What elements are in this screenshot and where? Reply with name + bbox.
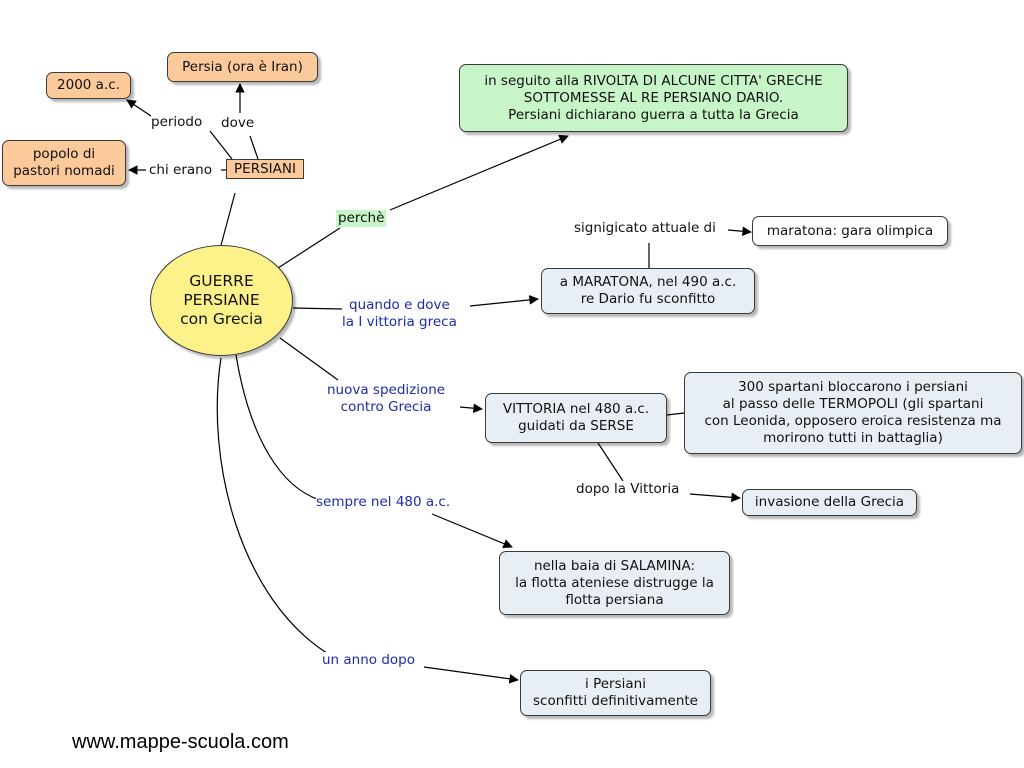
persiani-node: PERSIANI <box>226 159 304 179</box>
link-label-sempre-480: sempre nel 480 a.c. <box>316 494 451 511</box>
link-main-persiani <box>219 192 236 250</box>
node-vittoria: VITTORIA nel 480 a.c. guidati da SERSE <box>485 393 667 443</box>
link-vittoria-dopo <box>597 442 624 482</box>
link-label-dopo-vittoria: dopo la Vittoria <box>576 481 680 498</box>
link-persiani-periodo <box>209 130 233 160</box>
link-label-chi-erano: chi erano <box>149 162 212 179</box>
link-main-perche <box>277 227 341 269</box>
link-label-dove: dove <box>221 115 255 132</box>
link-signigicato-gara <box>727 226 752 237</box>
node-termopoli: 300 spartani bloccarono i persiani al pa… <box>684 372 1022 454</box>
link-label-nuova-spedizione: nuova spedizione contro Grecia <box>327 382 446 416</box>
link-annodopo-sconfitti <box>423 666 519 684</box>
link-vittoria-termopoli <box>666 412 685 416</box>
link-nuova-vittoria <box>459 403 483 413</box>
node-2000-ac: 2000 a.c. <box>46 72 131 99</box>
node-salamina: nella baia di SALAMINA: la flotta atenie… <box>499 551 730 615</box>
link-main-sempre <box>235 354 321 501</box>
node-maratona-gara: maratona: gara olimpica <box>752 216 948 246</box>
link-dopo-invasione <box>689 492 741 503</box>
link-label-anno-dopo: un anno dopo <box>322 652 415 669</box>
link-main-annodopo <box>216 357 331 656</box>
node-invasione: invasione della Grecia <box>742 489 917 516</box>
node-sconfitti: i Persiani sconfitti definitivamente <box>520 670 711 716</box>
link-label-signigicato: signigicato attuale di <box>574 220 716 237</box>
link-sempre-salamina <box>431 513 513 549</box>
link-label-quando-dove: quando e dove la I vittoria greca <box>342 297 457 331</box>
main-concept-node: GUERRE PERSIANE con Grecia <box>150 245 293 356</box>
link-main-quando <box>292 307 343 310</box>
node-rivolta: in seguito alla RIVOLTA DI ALCUNE CITTA'… <box>459 64 848 132</box>
link-label-perche: perchè <box>336 210 387 227</box>
link-main-nuova <box>279 337 339 381</box>
node-persia: Persia (ora è Iran) <box>167 52 318 82</box>
node-maratona: a MARATONA, nel 490 a.c. re Dario fu sco… <box>541 268 755 314</box>
footer-url[interactable]: www.mappe-scuola.com <box>72 731 289 753</box>
link-perche-rivolta <box>389 134 569 211</box>
link-persiani-dove <box>249 135 259 160</box>
link-quando-maratona <box>469 295 539 307</box>
link-label-periodo: periodo <box>151 114 203 131</box>
node-popolo: popolo di pastori nomadi <box>2 140 126 186</box>
link-periodo-2000 <box>126 99 155 119</box>
